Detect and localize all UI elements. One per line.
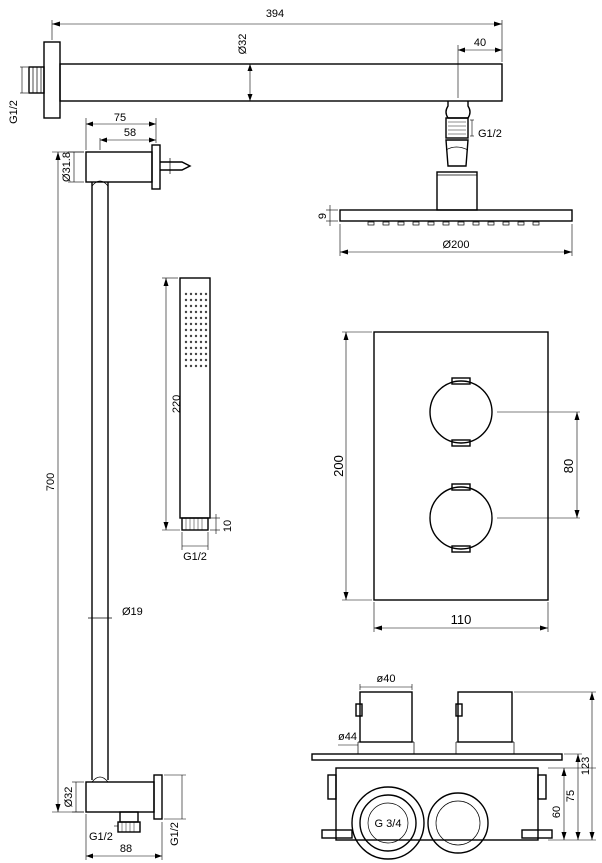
valve-box-depth-label: 60 bbox=[551, 806, 563, 818]
rail-length-label: 700 bbox=[45, 473, 57, 491]
plate-height-dimension: 200 bbox=[331, 331, 372, 601]
valve-rose-diameter-dimension: ø44 bbox=[338, 731, 358, 746]
valve-total-depth-label: 123 bbox=[580, 757, 592, 775]
elbow-diameter-dimension: Ø32 bbox=[63, 781, 84, 813]
arm-diameter-label: Ø32 bbox=[237, 34, 249, 55]
left-inlet bbox=[351, 786, 425, 860]
valve-knob-diameter-dimension: ø40 bbox=[359, 673, 413, 690]
arm-end-label: 40 bbox=[474, 37, 486, 49]
shower-head bbox=[339, 171, 573, 226]
valve-depth-dimensions: 123 75 60 bbox=[514, 691, 596, 841]
slide-rail bbox=[85, 144, 192, 833]
valve-inlet-label-group: G 3/4 bbox=[375, 818, 402, 830]
arm-length-label: 394 bbox=[266, 8, 284, 20]
rail-diameter-dimension: Ø19 bbox=[122, 606, 143, 618]
handshower-length-dimension: 220 bbox=[162, 277, 183, 531]
plate-width-label: 110 bbox=[451, 612, 472, 627]
elbow-left-thread-dimension: G1/2 bbox=[89, 825, 118, 843]
elbow-right-thread-dimension: G1/2 bbox=[164, 774, 186, 846]
upper-knob bbox=[429, 377, 493, 447]
arm-thread-label: G1/2 bbox=[8, 100, 20, 124]
elbow-right-thread-label: G1/2 bbox=[169, 822, 181, 846]
elbow-diameter-label: Ø32 bbox=[63, 787, 75, 808]
valve-inlet-label: G 3/4 bbox=[375, 818, 402, 830]
shower-head-nozzles bbox=[367, 221, 540, 226]
valve-knob-diameter-label: ø40 bbox=[377, 673, 396, 685]
handshower-neck-label: 10 bbox=[222, 520, 234, 532]
arm-thread-dimension: G1/2 bbox=[8, 66, 28, 124]
bracket-inner-label: 58 bbox=[124, 127, 136, 139]
valve-rose-diameter-label: ø44 bbox=[338, 731, 357, 743]
head-diameter-label: Ø200 bbox=[443, 239, 470, 251]
handshower-thread-dimension: G1/2 bbox=[181, 532, 209, 563]
hand-shower bbox=[179, 277, 211, 531]
arm-length-dimension: 394 bbox=[51, 8, 503, 62]
rail-length-dimension: 700 bbox=[45, 151, 84, 813]
arm-diameter-dimension: Ø32 bbox=[237, 34, 253, 101]
plate-width-dimension: 110 bbox=[373, 602, 549, 632]
rail-diameter-label: Ø19 bbox=[122, 606, 143, 618]
right-inlet bbox=[427, 792, 489, 854]
bracket-inner-dimension: 58 bbox=[99, 127, 156, 150]
hand-shower-nozzles bbox=[184, 292, 208, 368]
head-diameter-dimension: Ø200 bbox=[339, 224, 573, 256]
lower-knob bbox=[429, 483, 493, 553]
bracket-diameter-label: Ø31.8 bbox=[61, 152, 73, 182]
shower-arm bbox=[28, 41, 503, 167]
valve-body-depth-label: 75 bbox=[565, 790, 577, 802]
bracket-diameter-dimension: Ø31.8 bbox=[61, 151, 84, 183]
head-thickness-label: 9 bbox=[317, 213, 329, 219]
valve-side-view bbox=[311, 691, 563, 860]
knob-spacing-dimension: 80 bbox=[497, 411, 580, 519]
arm-end-dimension: 40 bbox=[457, 37, 502, 98]
head-thread-label: G1/2 bbox=[478, 128, 502, 140]
handshower-thread-label: G1/2 bbox=[183, 551, 207, 563]
handshower-length-label: 220 bbox=[171, 395, 183, 413]
plate-height-label: 200 bbox=[331, 455, 346, 477]
elbow-width-label: 88 bbox=[120, 843, 132, 855]
head-thread-dimension: G1/2 bbox=[470, 119, 502, 140]
elbow-width-dimension: 88 bbox=[85, 814, 163, 860]
handshower-neck-dimension: 10 bbox=[210, 514, 234, 534]
bracket-outer-label: 75 bbox=[114, 112, 126, 124]
control-plate bbox=[373, 331, 549, 601]
elbow-left-thread-label: G1/2 bbox=[89, 831, 113, 843]
knob-spacing-label: 80 bbox=[561, 459, 576, 473]
head-thickness-dimension: 9 bbox=[317, 205, 338, 226]
bracket-outer-dimension: 75 bbox=[85, 112, 157, 150]
